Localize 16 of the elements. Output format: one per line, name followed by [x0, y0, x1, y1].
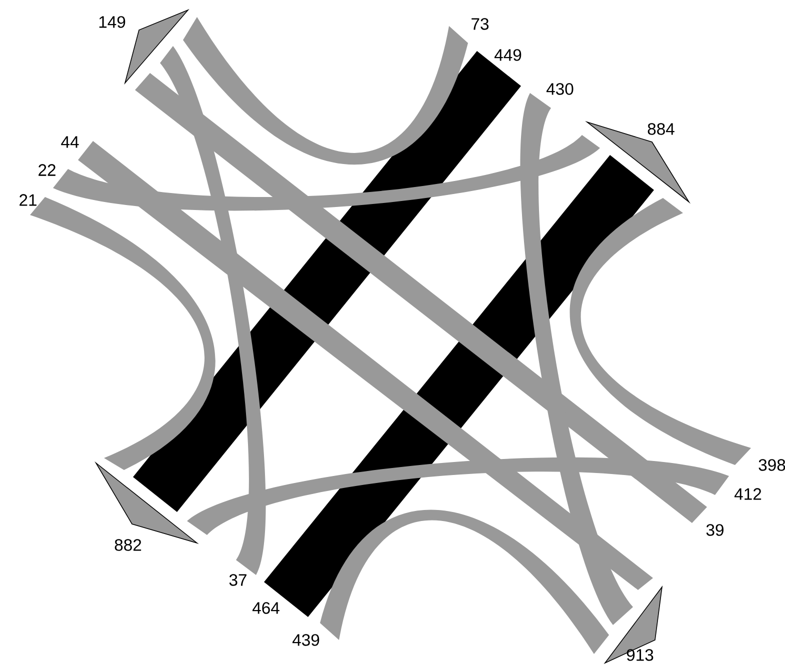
- number-label: 398: [758, 459, 785, 471]
- number-label: 464: [252, 602, 280, 614]
- number-label: 913: [626, 649, 654, 661]
- number-label: 37: [229, 574, 246, 586]
- number-label: 22: [38, 164, 56, 176]
- number-label: 439: [292, 634, 320, 646]
- number-label: 412: [734, 488, 762, 500]
- number-label: 882: [114, 539, 142, 551]
- number-label: 430: [546, 83, 574, 95]
- number-label: 39: [706, 524, 724, 536]
- number-label: 21: [20, 194, 36, 206]
- number-label: 44: [61, 136, 79, 148]
- number-label: 149: [99, 16, 126, 28]
- number-label: 73: [472, 18, 489, 30]
- number-label: 449: [494, 49, 522, 61]
- number-label: 884: [648, 123, 674, 135]
